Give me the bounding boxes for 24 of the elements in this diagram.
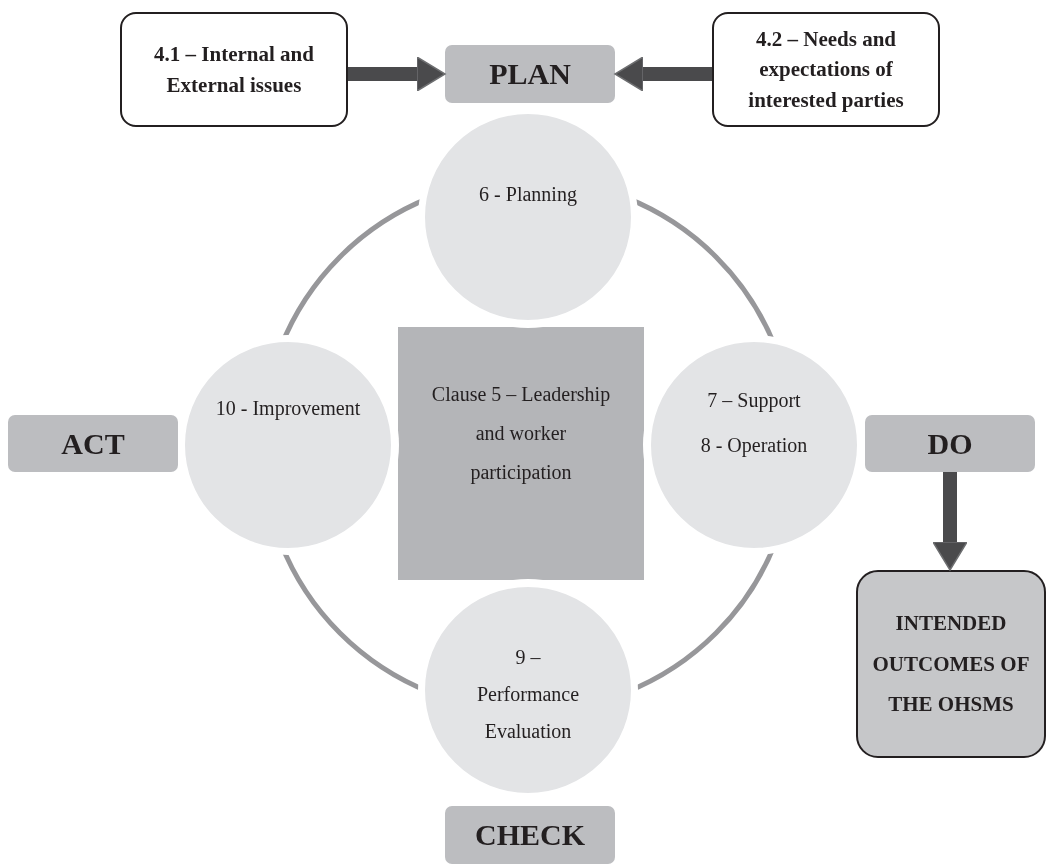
block-arrow — [348, 56, 446, 92]
phase-label: PLAN — [489, 56, 571, 92]
clause-label: 8 - Operation — [700, 433, 808, 459]
clause-label: 10 - Improvement — [215, 396, 361, 422]
block-arrow — [614, 56, 712, 92]
clause-label: 7 – Support — [707, 388, 801, 414]
issue-box — [712, 12, 940, 127]
phase-label-box — [445, 45, 615, 103]
clause-label: 9 – Performance Evaluation — [475, 645, 581, 744]
phase-label-box — [8, 415, 178, 472]
phase-label: CHECK — [475, 817, 585, 853]
outcome-label: INTENDED OUTCOMES OF THE OHSMS — [871, 609, 1031, 719]
phase-label: ACT — [61, 425, 125, 462]
clause-label: 6 - Planning — [479, 182, 577, 208]
phase-label: DO — [927, 425, 973, 462]
leadership-core-shape — [398, 327, 644, 580]
phase-label-box — [445, 806, 615, 864]
box-label: 4.1 – Internal and External issues — [153, 41, 315, 99]
core-label: Clause 5 – Leadership and worker participation — [430, 382, 612, 486]
outcome-box — [856, 570, 1046, 758]
box-label: 4.2 – Needs and expectations of interested parties — [747, 25, 905, 114]
issue-box — [120, 12, 348, 127]
block-arrow — [932, 472, 968, 571]
phase-label-box — [865, 415, 1035, 472]
